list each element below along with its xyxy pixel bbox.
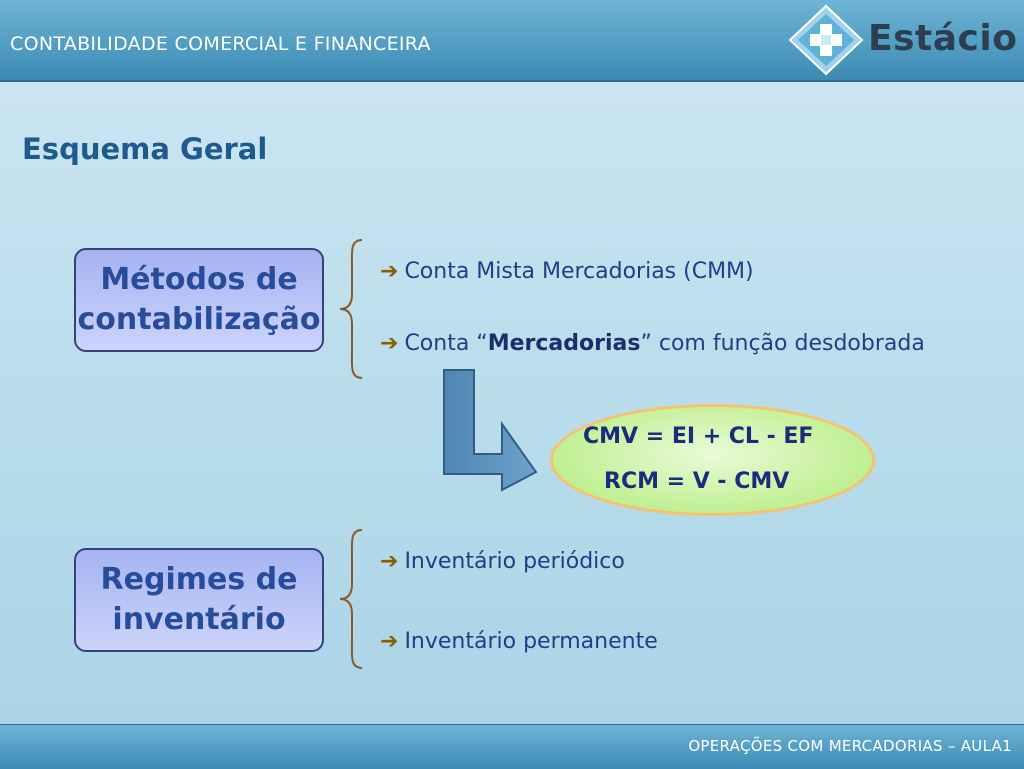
- formula-rcm: RCM = V - CMV: [604, 469, 790, 494]
- item-text: Inventário periódico: [404, 549, 625, 574]
- list-item-cmm: ➔Conta Mista Mercadorias (CMM): [380, 259, 754, 284]
- arrow-right-icon: ➔: [380, 629, 399, 654]
- list-item-periodic: ➔Inventário periódico: [380, 549, 625, 574]
- logo-icon: [788, 4, 864, 76]
- item-text: Inventário permanente: [404, 629, 658, 654]
- item-text-bold: Mercadorias: [487, 331, 641, 356]
- methods-box-line1: Métodos de: [100, 262, 298, 297]
- regimes-box-line2: inventário: [112, 602, 286, 637]
- footer-lesson-title: OPERAÇÕES COM MERCADORIAS – AULA1: [688, 737, 1012, 755]
- logo-text: Estácio: [868, 18, 1018, 59]
- arrow-right-icon: ➔: [380, 331, 399, 356]
- regimes-box-line1: Regimes de: [100, 562, 298, 597]
- brace-bottom-icon: [339, 529, 363, 669]
- arrow-right-icon: ➔: [380, 549, 399, 574]
- methods-box: Métodos de contabilização: [74, 248, 324, 352]
- list-item-permanent: ➔Inventário permanente: [380, 629, 658, 654]
- footer-bar: OPERAÇÕES COM MERCADORIAS – AULA1: [0, 724, 1024, 769]
- methods-box-line2: contabilização: [77, 302, 321, 337]
- formula-ellipse: [550, 404, 875, 516]
- formula-cmv: CMV = EI + CL - EF: [583, 424, 814, 449]
- arrow-right-icon: ➔: [380, 259, 399, 284]
- estacio-logo: Estácio: [788, 4, 1018, 76]
- list-item-mercadorias: ➔Conta “Mercadorias” com função desdobra…: [380, 331, 925, 356]
- page-title: Esquema Geral: [22, 132, 268, 166]
- item-text-post: ” com função desdobrada: [640, 331, 925, 356]
- course-title: CONTABILIDADE COMERCIAL E FINANCEIRA: [10, 33, 431, 55]
- item-text-pre: Conta “: [404, 331, 488, 356]
- header-bar: CONTABILIDADE COMERCIAL E FINANCEIRA Est…: [0, 0, 1024, 82]
- flow-arrow-icon: [443, 369, 538, 492]
- brace-top-icon: [339, 239, 363, 379]
- item-text: Conta Mista Mercadorias (CMM): [404, 259, 754, 284]
- inventory-regimes-box: Regimes de inventário: [74, 548, 324, 652]
